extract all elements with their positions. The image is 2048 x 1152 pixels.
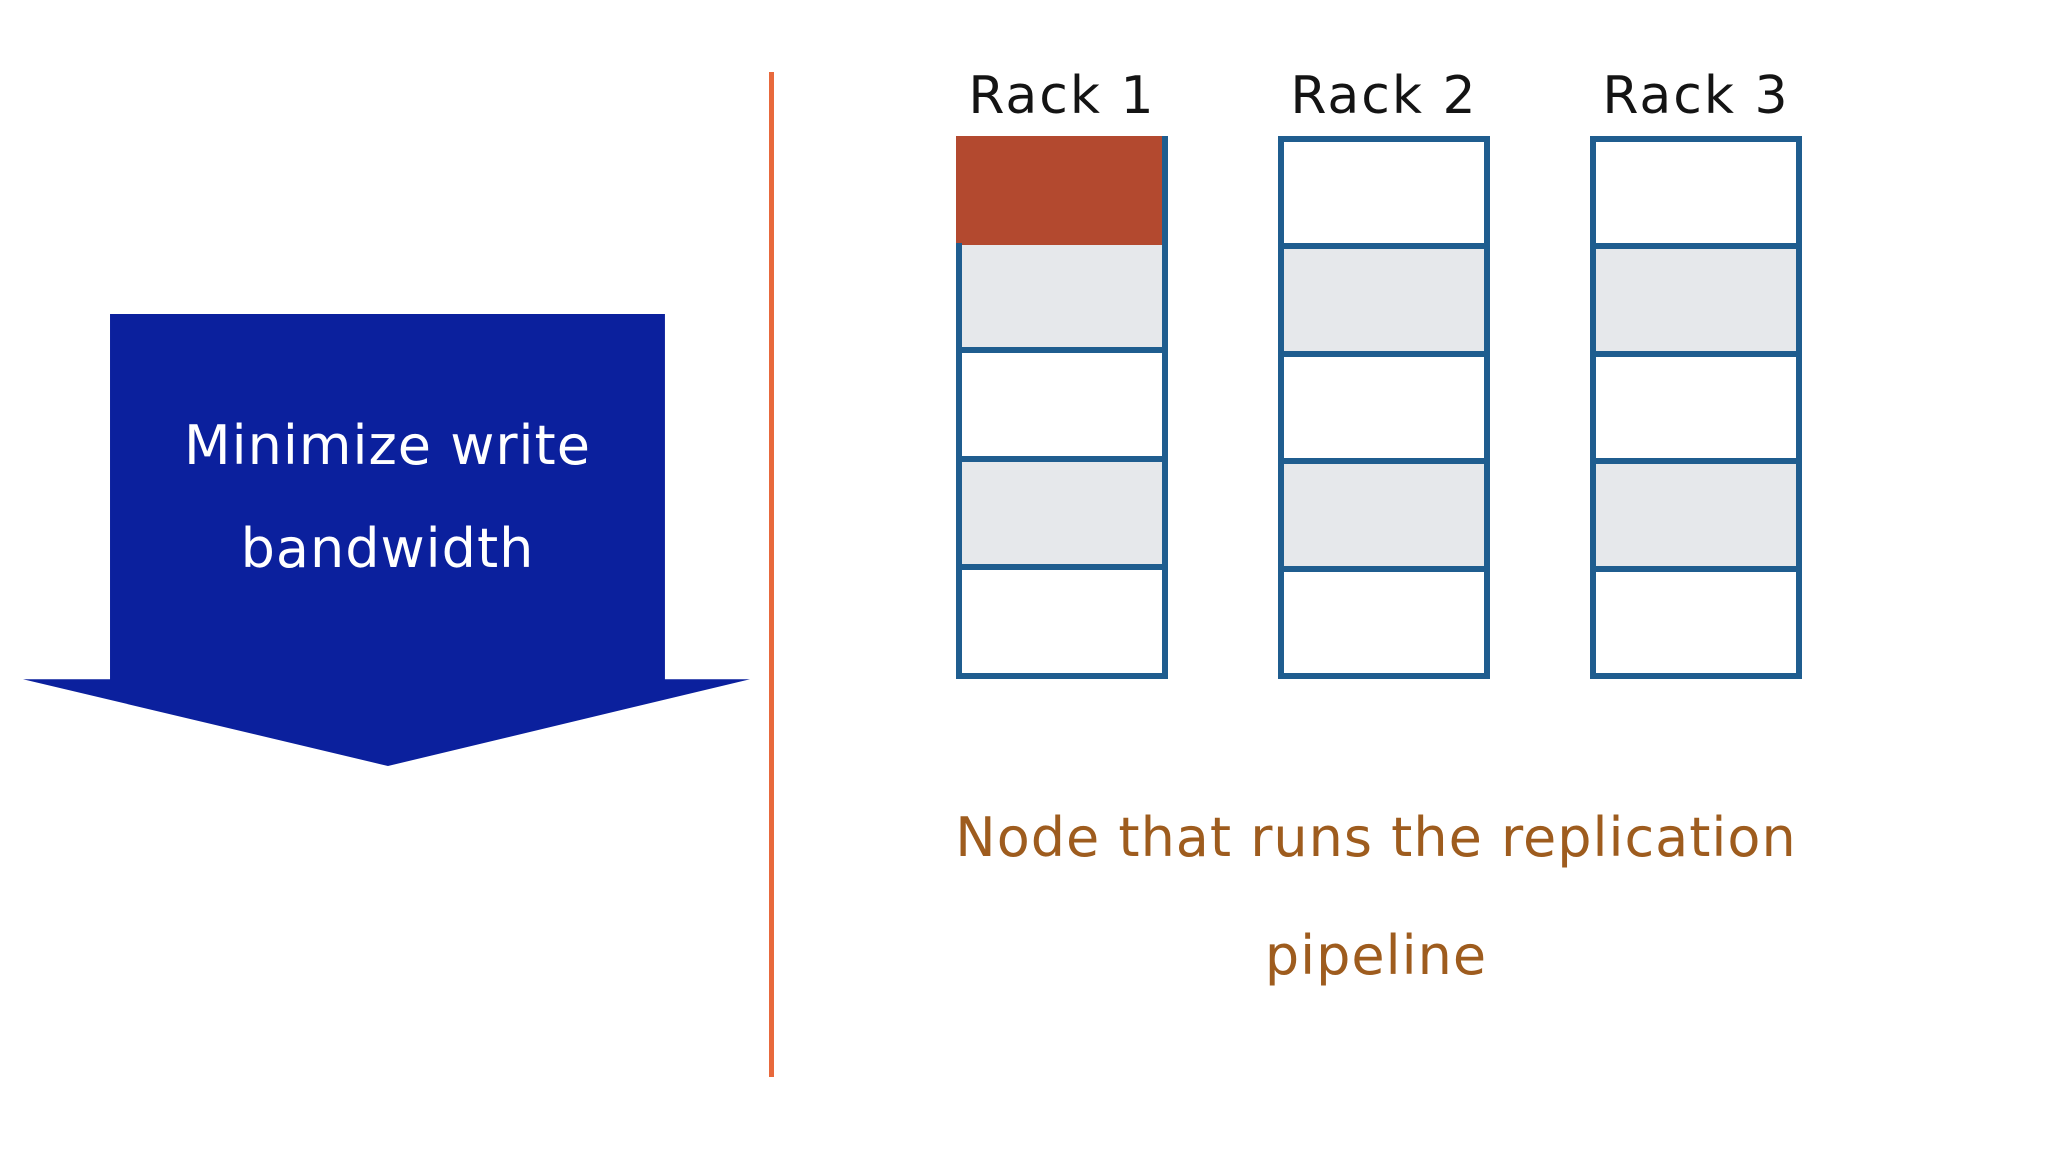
rack-1-node-5 xyxy=(962,564,1162,673)
rack-3 xyxy=(1590,136,1802,679)
rack-1-node-4 xyxy=(962,455,1162,565)
rack-1-node-1-replication-pipeline xyxy=(962,142,1162,245)
rack-2 xyxy=(1278,136,1490,679)
arrow-label-line2: bandwidth xyxy=(240,516,535,580)
rack-1-column: Rack 1 xyxy=(956,55,1168,679)
rack-1-node-3 xyxy=(962,347,1162,456)
rack-2-label: Rack 2 xyxy=(1290,65,1478,126)
down-arrow-shape xyxy=(23,314,750,766)
caption-line1: Node that runs the replication xyxy=(955,806,1797,869)
minimize-write-bandwidth-callout: Minimize write bandwidth xyxy=(23,314,750,766)
arrow-label: Minimize write bandwidth xyxy=(110,314,665,679)
caption-line2: pipeline xyxy=(1264,924,1488,987)
rack-2-node-2 xyxy=(1284,243,1484,351)
rack-3-node-4 xyxy=(1596,458,1796,566)
rack-2-column: Rack 2 xyxy=(1278,55,1490,679)
rack-3-label: Rack 3 xyxy=(1602,65,1790,126)
rack-2-node-3 xyxy=(1284,350,1484,459)
vertical-divider-line xyxy=(769,72,774,1077)
rack-1-label: Rack 1 xyxy=(968,65,1156,126)
rack-3-node-2 xyxy=(1596,243,1796,351)
rack-2-node-5 xyxy=(1284,565,1484,674)
rack-1 xyxy=(956,136,1168,679)
arrow-label-line1: Minimize write xyxy=(184,413,591,477)
rack-3-node-5 xyxy=(1596,565,1796,674)
rack-3-node-1 xyxy=(1596,142,1796,244)
rack-2-node-4 xyxy=(1284,458,1484,566)
rack-2-node-1 xyxy=(1284,142,1484,244)
rack-3-column: Rack 3 xyxy=(1590,55,1802,679)
rack-1-node-2 xyxy=(962,244,1162,348)
rack-3-node-3 xyxy=(1596,350,1796,459)
replication-pipeline-caption: Node that runs the replication pipeline xyxy=(792,779,1960,1015)
